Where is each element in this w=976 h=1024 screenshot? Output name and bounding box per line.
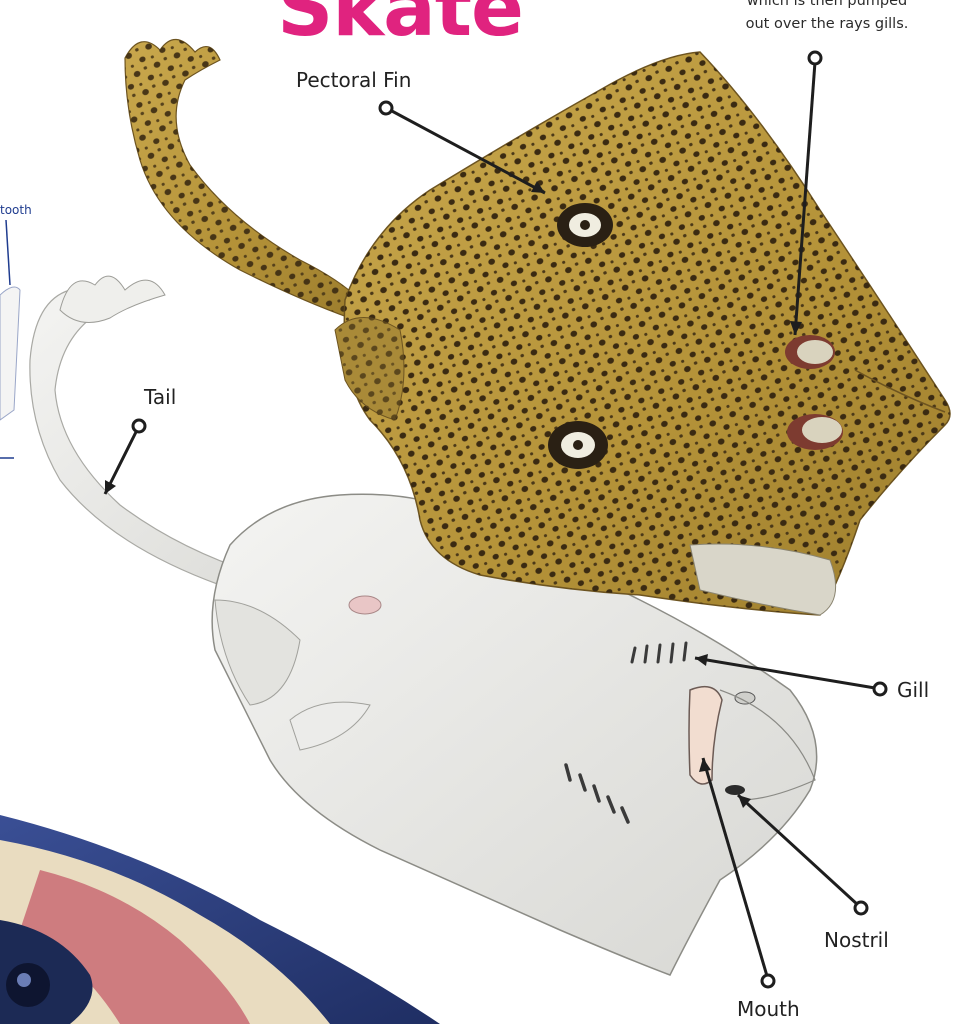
endpoint-gill bbox=[874, 683, 886, 695]
breathing-note: which is then pumped out over the rays g… bbox=[712, 0, 942, 36]
diagram-title: Skate bbox=[270, 0, 530, 48]
label-gill: Gill bbox=[897, 678, 929, 702]
endpoint-pectoral-fin bbox=[380, 102, 392, 114]
eyespot-upper bbox=[557, 203, 613, 247]
endpoint-eye bbox=[809, 52, 821, 64]
eyespot-lower bbox=[548, 421, 608, 469]
note-line-2: out over the rays gills. bbox=[712, 13, 942, 36]
label-tooth: tooth bbox=[0, 203, 32, 217]
label-pectoral-fin: Pectoral Fin bbox=[296, 68, 411, 92]
endpoint-tail bbox=[133, 420, 145, 432]
tooth-inset bbox=[0, 220, 20, 458]
eye-upper bbox=[785, 335, 835, 369]
label-nostril: Nostril bbox=[824, 928, 889, 952]
label-mouth: Mouth bbox=[737, 997, 800, 1021]
endpoint-mouth bbox=[762, 975, 774, 987]
eye-lower bbox=[787, 414, 843, 450]
note-line-1: which is then pumped bbox=[712, 0, 942, 13]
label-tail: Tail bbox=[144, 385, 176, 409]
endpoint-nostril bbox=[855, 902, 867, 914]
